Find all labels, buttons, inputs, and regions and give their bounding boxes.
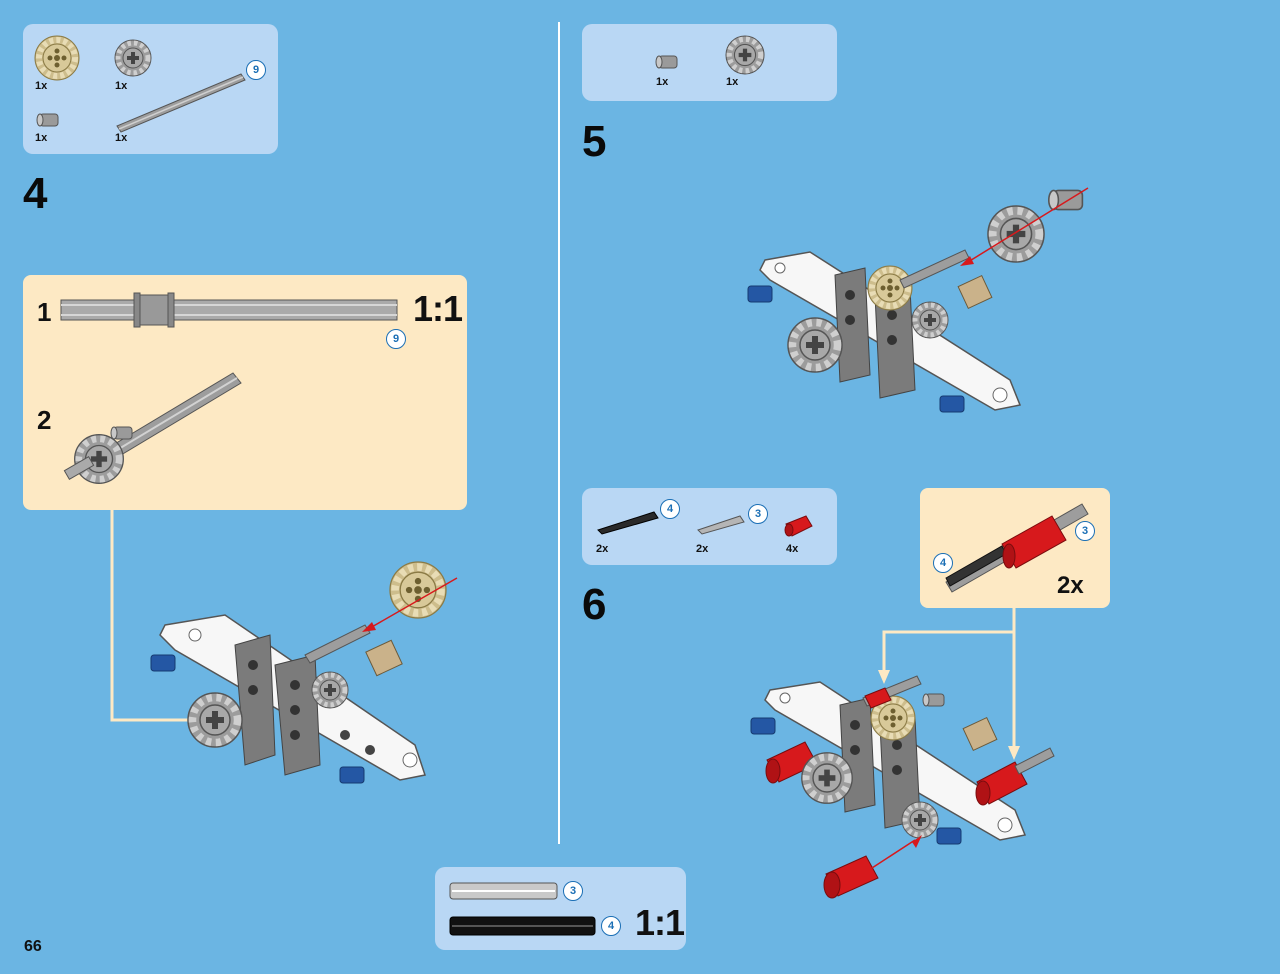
red-connector-icon	[784, 515, 813, 537]
axle-ruler-panel: 3 4 1:1	[435, 867, 686, 950]
step-number: 6	[582, 580, 607, 629]
step6-parts-panel: 4 2x 3 2x 4x	[582, 488, 837, 565]
step-number: 5	[582, 117, 607, 166]
step4-substep-panel: 1 1:1 9 2	[23, 275, 467, 510]
column-divider	[558, 22, 560, 844]
black-axle-4-icon	[597, 511, 659, 535]
step6-assembly-illustration	[750, 675, 1055, 845]
substep-number: 1	[37, 297, 52, 327]
step4-assembly-illustration	[150, 614, 426, 784]
black-axle-4-icon	[449, 916, 596, 936]
axle-with-gear-illustration	[63, 372, 242, 495]
axle-9-icon	[60, 292, 398, 328]
callout-qty: 2x	[1057, 572, 1084, 599]
scale-label: 1:1	[413, 288, 463, 329]
part-qty: 1x	[115, 132, 128, 144]
part-qty: 1x	[35, 132, 48, 144]
axle-with-connector-illustration	[945, 503, 1089, 593]
part-qty: 4x	[786, 543, 799, 555]
gray-axle-3-icon	[697, 515, 745, 535]
step-number: 4	[23, 169, 48, 218]
step4-parts-panel: 1x 1x 1x 1x 9	[23, 24, 278, 154]
length-badge: 9	[386, 329, 406, 349]
step5-parts-panel: 1x 1x	[582, 24, 837, 101]
gray-axle-3-icon	[449, 882, 558, 900]
length-badge: 3	[748, 504, 768, 524]
axle-9-icon	[116, 73, 246, 133]
scale-label: 1:1	[635, 902, 685, 943]
red-connector-icon	[823, 855, 879, 899]
substep-number: 2	[37, 405, 52, 435]
page-number: 66	[24, 938, 42, 955]
part-qty: 1x	[656, 76, 669, 88]
length-badge: 3	[563, 881, 583, 901]
length-badge: 9	[246, 60, 266, 80]
part-qty: 2x	[696, 543, 709, 555]
step5-assembly-illustration	[747, 249, 1022, 413]
length-badge: 4	[660, 499, 680, 519]
part-qty: 1x	[35, 80, 48, 92]
step6-substep-panel: 3 4 2x	[920, 488, 1110, 608]
length-badge: 4	[933, 553, 953, 573]
part-qty: 1x	[115, 80, 128, 92]
part-qty: 1x	[726, 76, 739, 88]
length-badge: 3	[1075, 521, 1095, 541]
length-badge: 4	[601, 916, 621, 936]
part-qty: 2x	[596, 543, 609, 555]
